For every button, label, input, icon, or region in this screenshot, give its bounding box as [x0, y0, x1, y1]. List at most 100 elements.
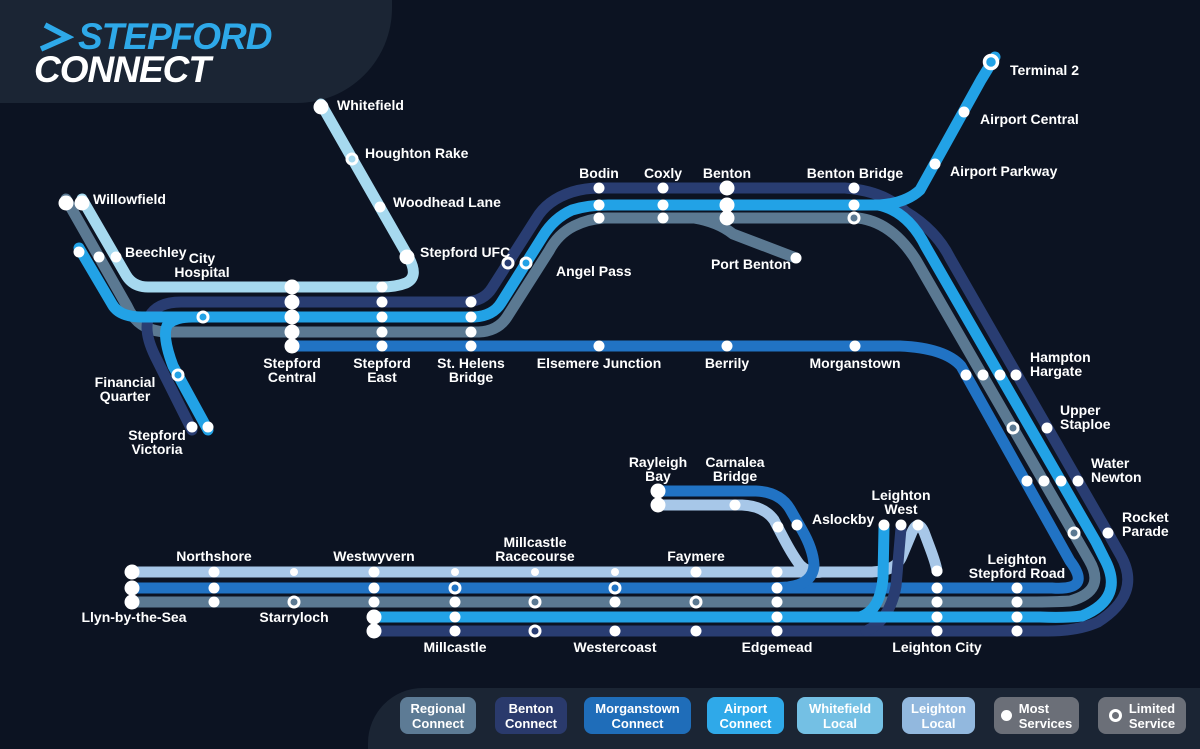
station-label: Benton — [703, 165, 751, 181]
brand-name-top: STEPFORD — [78, 16, 272, 57]
station-label: Newton — [1091, 469, 1142, 485]
station-dot — [287, 595, 301, 609]
station-dot — [1055, 475, 1067, 487]
station-dot — [689, 595, 703, 609]
station-dot — [465, 296, 477, 308]
legend-item-label: Leighton Local — [911, 700, 966, 731]
station-dot — [110, 251, 122, 263]
station-dot — [650, 483, 666, 499]
station-dot — [593, 212, 605, 224]
station-label: Angel Pass — [556, 263, 632, 279]
station-label: Millcastle — [503, 534, 566, 550]
station-dot — [931, 582, 943, 594]
station-dot — [368, 596, 380, 608]
station-dot — [313, 99, 329, 115]
logo-panel — [0, 0, 392, 103]
station-dot — [208, 566, 220, 578]
station-dot — [366, 609, 382, 625]
station-label: Aslockby — [812, 511, 874, 527]
legend-item: Regional Connect — [400, 697, 476, 734]
station-dot — [593, 199, 605, 211]
line-path-benton — [860, 522, 907, 637]
station-dot — [284, 279, 300, 295]
station-dot — [982, 53, 1000, 71]
station-dot — [451, 568, 459, 576]
station-dot — [449, 625, 461, 637]
legend-item: Whitefield Local — [797, 697, 883, 734]
station-dot — [719, 197, 735, 213]
station-dot — [448, 581, 462, 595]
station-dot — [1072, 475, 1084, 487]
station-dot — [878, 519, 890, 531]
station-label: Upper — [1060, 402, 1101, 418]
station-label: Leighton — [871, 487, 930, 503]
station-dot — [208, 582, 220, 594]
legend-item-label: Regional Connect — [410, 700, 466, 731]
station-dot — [657, 182, 669, 194]
station-dot — [729, 499, 741, 511]
station-label: Parade — [1122, 523, 1169, 539]
station-dot — [771, 625, 783, 637]
line-path-regional — [60, 193, 1101, 608]
station-dot — [931, 565, 943, 577]
legend-item-label: Whitefield Local — [808, 700, 872, 731]
station-dot — [202, 421, 214, 433]
station-label: Millcastle — [423, 639, 486, 655]
station-dot — [960, 369, 972, 381]
station-label: Starryloch — [259, 609, 328, 625]
line-regional — [60, 193, 1101, 608]
station-dot — [977, 369, 989, 381]
station-dot — [501, 256, 515, 270]
station-label: Stepford — [128, 427, 186, 443]
station-dot — [399, 249, 415, 265]
station-dot — [376, 340, 388, 352]
station-label: Hospital — [174, 264, 229, 280]
station-label: Water — [1091, 455, 1130, 471]
connect-chevron-icon — [39, 22, 74, 52]
legend-item: Leighton Local — [902, 697, 975, 734]
station-dot — [771, 611, 783, 623]
station-dot — [1038, 475, 1050, 487]
station-label: Bridge — [713, 468, 758, 484]
station-label: Bay — [645, 468, 671, 484]
line-path-airport — [159, 311, 214, 436]
station-label: Quarter — [100, 388, 151, 404]
station-dot — [1041, 422, 1053, 434]
station-label: Woodhead Lane — [393, 194, 501, 210]
station-dot — [1010, 369, 1022, 381]
station-dots — [58, 53, 1114, 639]
station-dot — [186, 421, 198, 433]
station-label: Northshore — [176, 548, 252, 564]
station-dot — [74, 195, 90, 211]
station-dot — [847, 211, 861, 225]
station-label: Bridge — [449, 369, 494, 385]
station-label: Berrily — [705, 355, 750, 371]
line-path-morganstown — [126, 340, 1084, 594]
station-label: Leighton City — [892, 639, 982, 655]
station-label: Bodin — [579, 165, 619, 181]
station-label: Elsemere Junction — [537, 355, 662, 371]
station-dot — [771, 596, 783, 608]
station-dot — [931, 625, 943, 637]
station-dot — [284, 324, 300, 340]
station-label: Houghton Rake — [365, 145, 469, 161]
station-label: Rocket — [1122, 509, 1169, 525]
station-dot — [1011, 582, 1023, 594]
station-dot — [366, 623, 382, 639]
station-dot — [528, 595, 542, 609]
station-dot — [376, 311, 388, 323]
station-dot — [465, 311, 477, 323]
line-morganstown — [126, 340, 1084, 594]
station-label: Terminal 2 — [1010, 62, 1079, 78]
station-dot — [721, 340, 733, 352]
station-dot — [690, 625, 702, 637]
station-label: Port Benton — [711, 256, 791, 272]
station-dot — [719, 210, 735, 226]
legend-item-label: Morganstown Connect — [595, 700, 680, 731]
line-airport — [73, 51, 1117, 623]
station-label: Willowfield — [93, 191, 166, 207]
station-dot — [1067, 526, 1081, 540]
station-label: Hampton — [1030, 349, 1091, 365]
